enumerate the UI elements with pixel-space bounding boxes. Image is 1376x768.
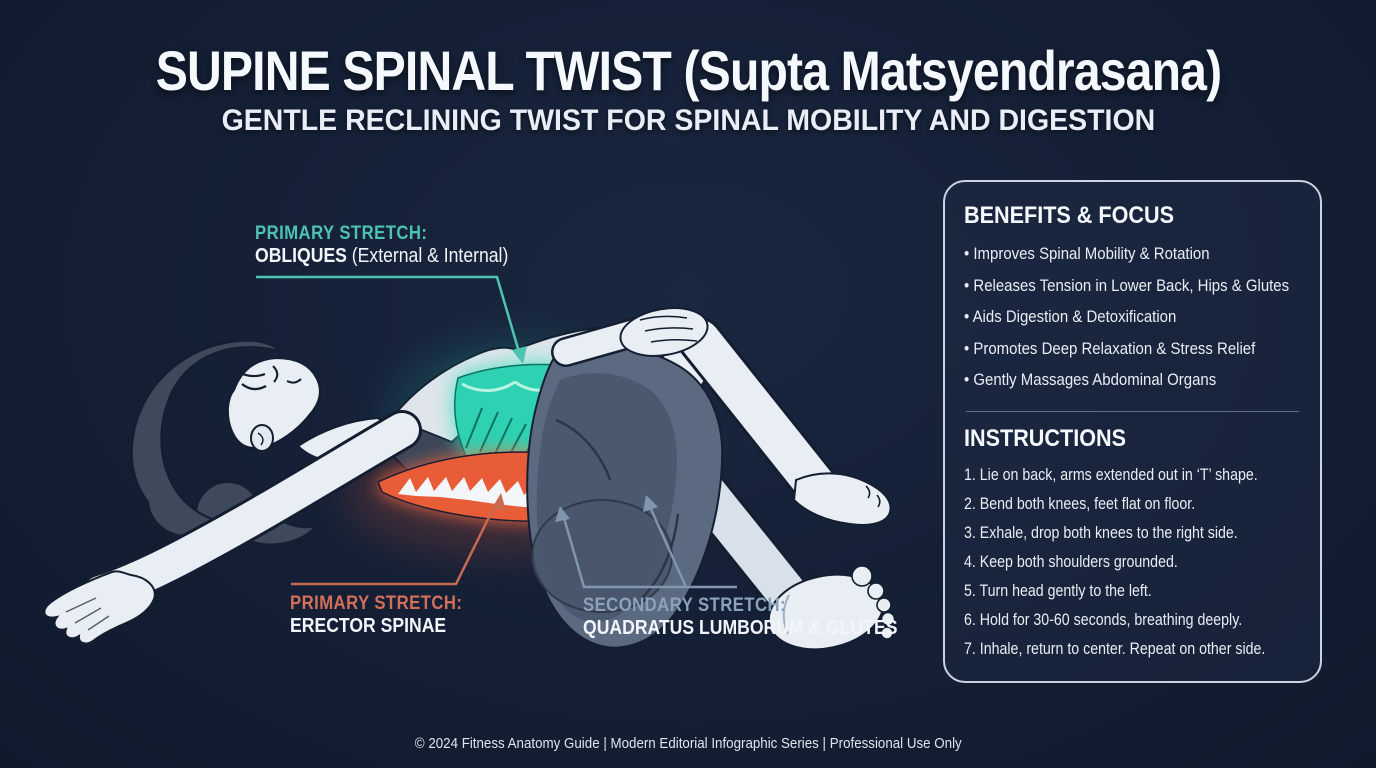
obliques-muscle-name: OBLIQUES xyxy=(255,245,347,267)
benefits-list: • Improves Spinal Mobility & Rotation • R… xyxy=(964,238,1301,396)
page-title: SUPINE SPINAL TWIST (Supta Matsyendrasan… xyxy=(0,38,1376,103)
instruction-item: 3. Exhale, drop both knees to the right … xyxy=(964,523,1238,542)
panel-divider xyxy=(966,410,1299,412)
instruction-item: 2. Bend both knees, feet flat on floor. xyxy=(964,494,1196,513)
secondary-heading: SECONDARY STRETCH: xyxy=(583,595,787,616)
teal-ambient-glow xyxy=(390,340,650,490)
knee-hand xyxy=(551,307,709,367)
lips xyxy=(286,378,302,384)
neck xyxy=(296,416,416,463)
ear xyxy=(250,424,274,452)
erector-muscle-name: ERECTOR SPINAE xyxy=(290,615,447,637)
obliques-muscle-detail: (External & Internal) xyxy=(346,245,509,267)
hair xyxy=(130,339,319,550)
instruction-item: 7. Inhale, return to center. Repeat on o… xyxy=(964,639,1266,658)
instruction-item: 5. Turn head gently to the left. xyxy=(964,581,1152,600)
benefit-item: • Promotes Deep Relaxation & Stress Reli… xyxy=(964,338,1256,358)
instructions-title: INSTRUCTIONS xyxy=(964,424,1126,452)
spine-zigzag xyxy=(398,477,594,509)
instruction-item: 4. Keep both shoulders grounded. xyxy=(964,552,1178,571)
obliques-arrowhead-icon xyxy=(512,346,527,364)
secondary-arrowhead-left-icon xyxy=(555,506,570,522)
instructions-list: 1. Lie on back, arms extended out in ‘T’… xyxy=(964,461,1301,664)
head xyxy=(226,356,321,452)
hand xyxy=(43,570,156,645)
orange-ambient-glow xyxy=(345,435,665,555)
info-panel: BENEFITS & FOCUS • Improves Spinal Mobil… xyxy=(943,180,1322,683)
benefits-title: BENEFITS & FOCUS xyxy=(964,202,1175,229)
obliques-highlight xyxy=(454,363,598,467)
secondary-muscle-name: QUADRATUS LUMBORUM & GLUTES xyxy=(583,617,898,639)
obliques-heading: PRIMARY STRETCH: xyxy=(255,223,428,244)
label-primary-stretch-erector: PRIMARY STRETCH: ERECTOR SPINAE xyxy=(290,592,486,638)
erector-heading: PRIMARY STRETCH: xyxy=(290,593,463,614)
nose xyxy=(272,365,279,383)
footer-credit: © 2024 Fitness Anatomy Guide | Modern Ed… xyxy=(414,736,962,752)
shoulder xyxy=(390,324,655,444)
benefit-item: • Releases Tension in Lower Back, Hips &… xyxy=(964,275,1290,295)
page-subtitle: GENTLE RECLINING TWIST FOR SPINAL MOBILI… xyxy=(0,104,1376,138)
benefit-item: • Aids Digestion & Detoxification xyxy=(964,307,1177,326)
erector-pointer-line xyxy=(291,493,506,586)
erector-arrowhead-icon xyxy=(492,493,506,511)
foot-top xyxy=(792,472,892,526)
secondary-pointer-line xyxy=(555,495,737,589)
label-primary-stretch-obliques: PRIMARY STRETCH: OBLIQUES (External & In… xyxy=(255,222,543,268)
eyebrow xyxy=(237,371,266,378)
erector-spinae-highlight xyxy=(377,451,646,522)
label-secondary-stretch: SECONDARY STRETCH: QUADRATUS LUMBORUM & … xyxy=(583,594,940,640)
secondary-arrowhead-right-icon xyxy=(643,495,658,512)
torso-tanktop xyxy=(376,346,652,502)
page-title-text: SUPINE SPINAL TWIST (Supta Matsyendrasan… xyxy=(155,39,1221,102)
benefit-item: • Gently Massages Abdominal Organs xyxy=(964,370,1217,389)
instruction-item: 6. Hold for 30-60 seconds, breathing dee… xyxy=(964,610,1243,629)
top-leg xyxy=(677,317,892,526)
page-subtitle-text: GENTLE RECLINING TWIST FOR SPINAL MOBILI… xyxy=(221,104,1155,137)
benefit-item: • Improves Spinal Mobility & Rotation xyxy=(964,244,1210,263)
obliques-pointer-line xyxy=(256,275,527,364)
instruction-item: 1. Lie on back, arms extended out in ‘T’… xyxy=(964,465,1258,484)
closed-eye xyxy=(241,383,267,391)
pointer-lines xyxy=(256,275,737,589)
